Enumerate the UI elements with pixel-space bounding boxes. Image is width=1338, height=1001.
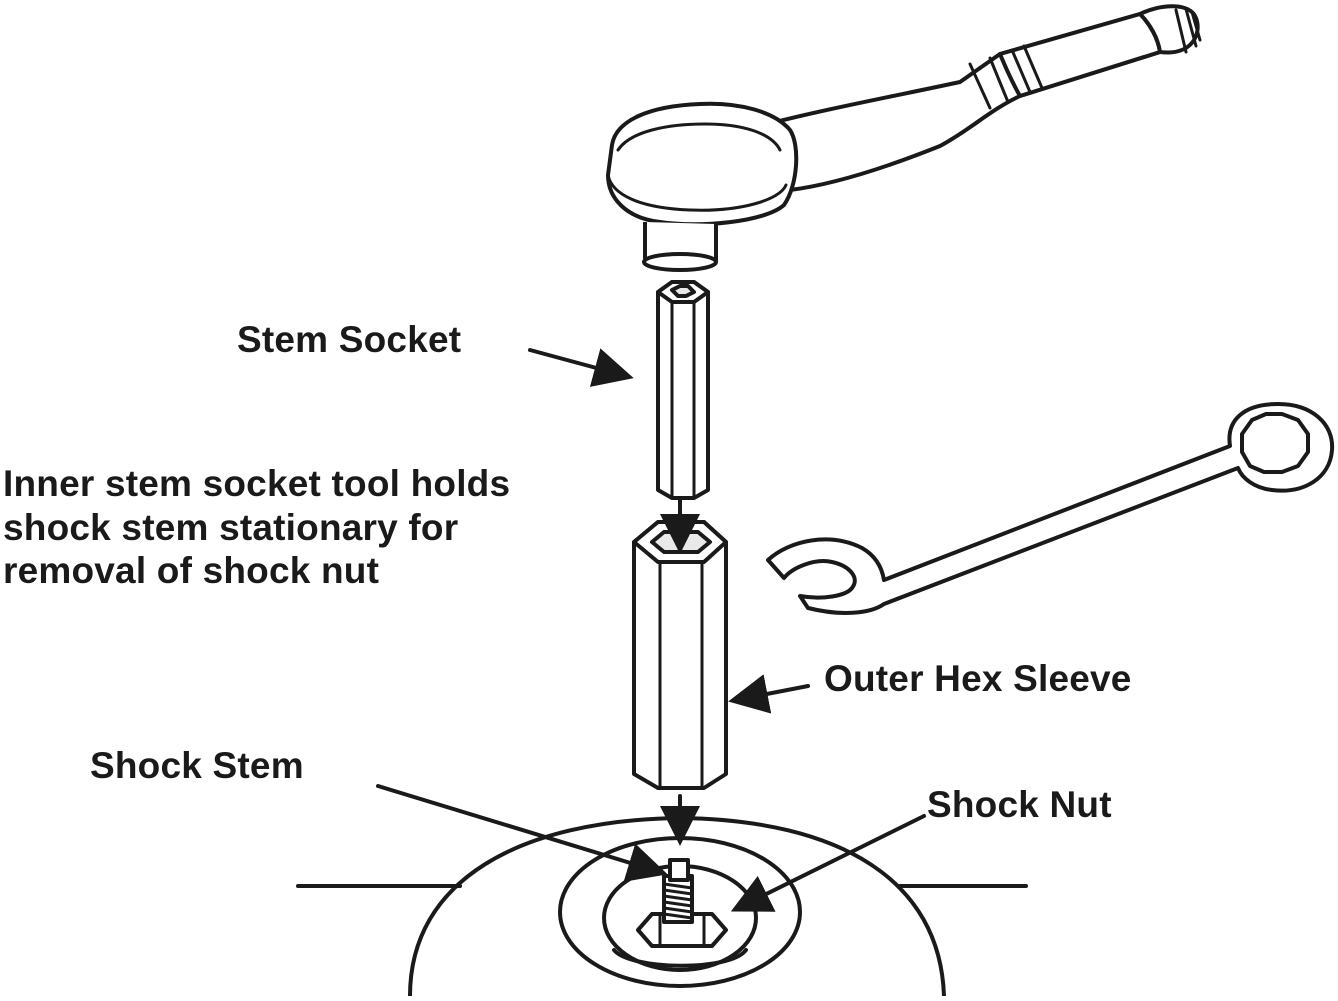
arrow-shock-nut	[730, 814, 926, 912]
note-line-2: shock stem stationary for	[3, 506, 459, 548]
leader-lines	[376, 348, 926, 912]
shock-nut	[636, 912, 728, 948]
stem-socket-tool	[656, 280, 710, 500]
label-outer-hex-sleeve: Outer Hex Sleeve	[824, 658, 1132, 699]
label-shock-nut: Shock Nut	[927, 784, 1112, 825]
ratchet-wrench-icon	[606, 4, 1202, 272]
label-stem-socket: Stem Socket	[237, 319, 462, 360]
arrow-outer-hex	[728, 674, 810, 714]
shock-stem	[662, 858, 694, 924]
arrow-stem-socket	[528, 348, 634, 387]
shock-body	[296, 816, 1028, 998]
label-shock-stem: Shock Stem	[90, 745, 304, 786]
note-line-3: removal of shock nut	[3, 550, 380, 592]
label-inner-stem-note: Inner stem socket tool holds shock stem …	[3, 462, 510, 593]
outer-hex-sleeve-tool	[632, 520, 728, 790]
combination-wrench-icon	[766, 402, 1335, 615]
note-line-1: Inner stem socket tool holds	[3, 463, 511, 504]
arrow-shock-stem	[376, 784, 668, 882]
